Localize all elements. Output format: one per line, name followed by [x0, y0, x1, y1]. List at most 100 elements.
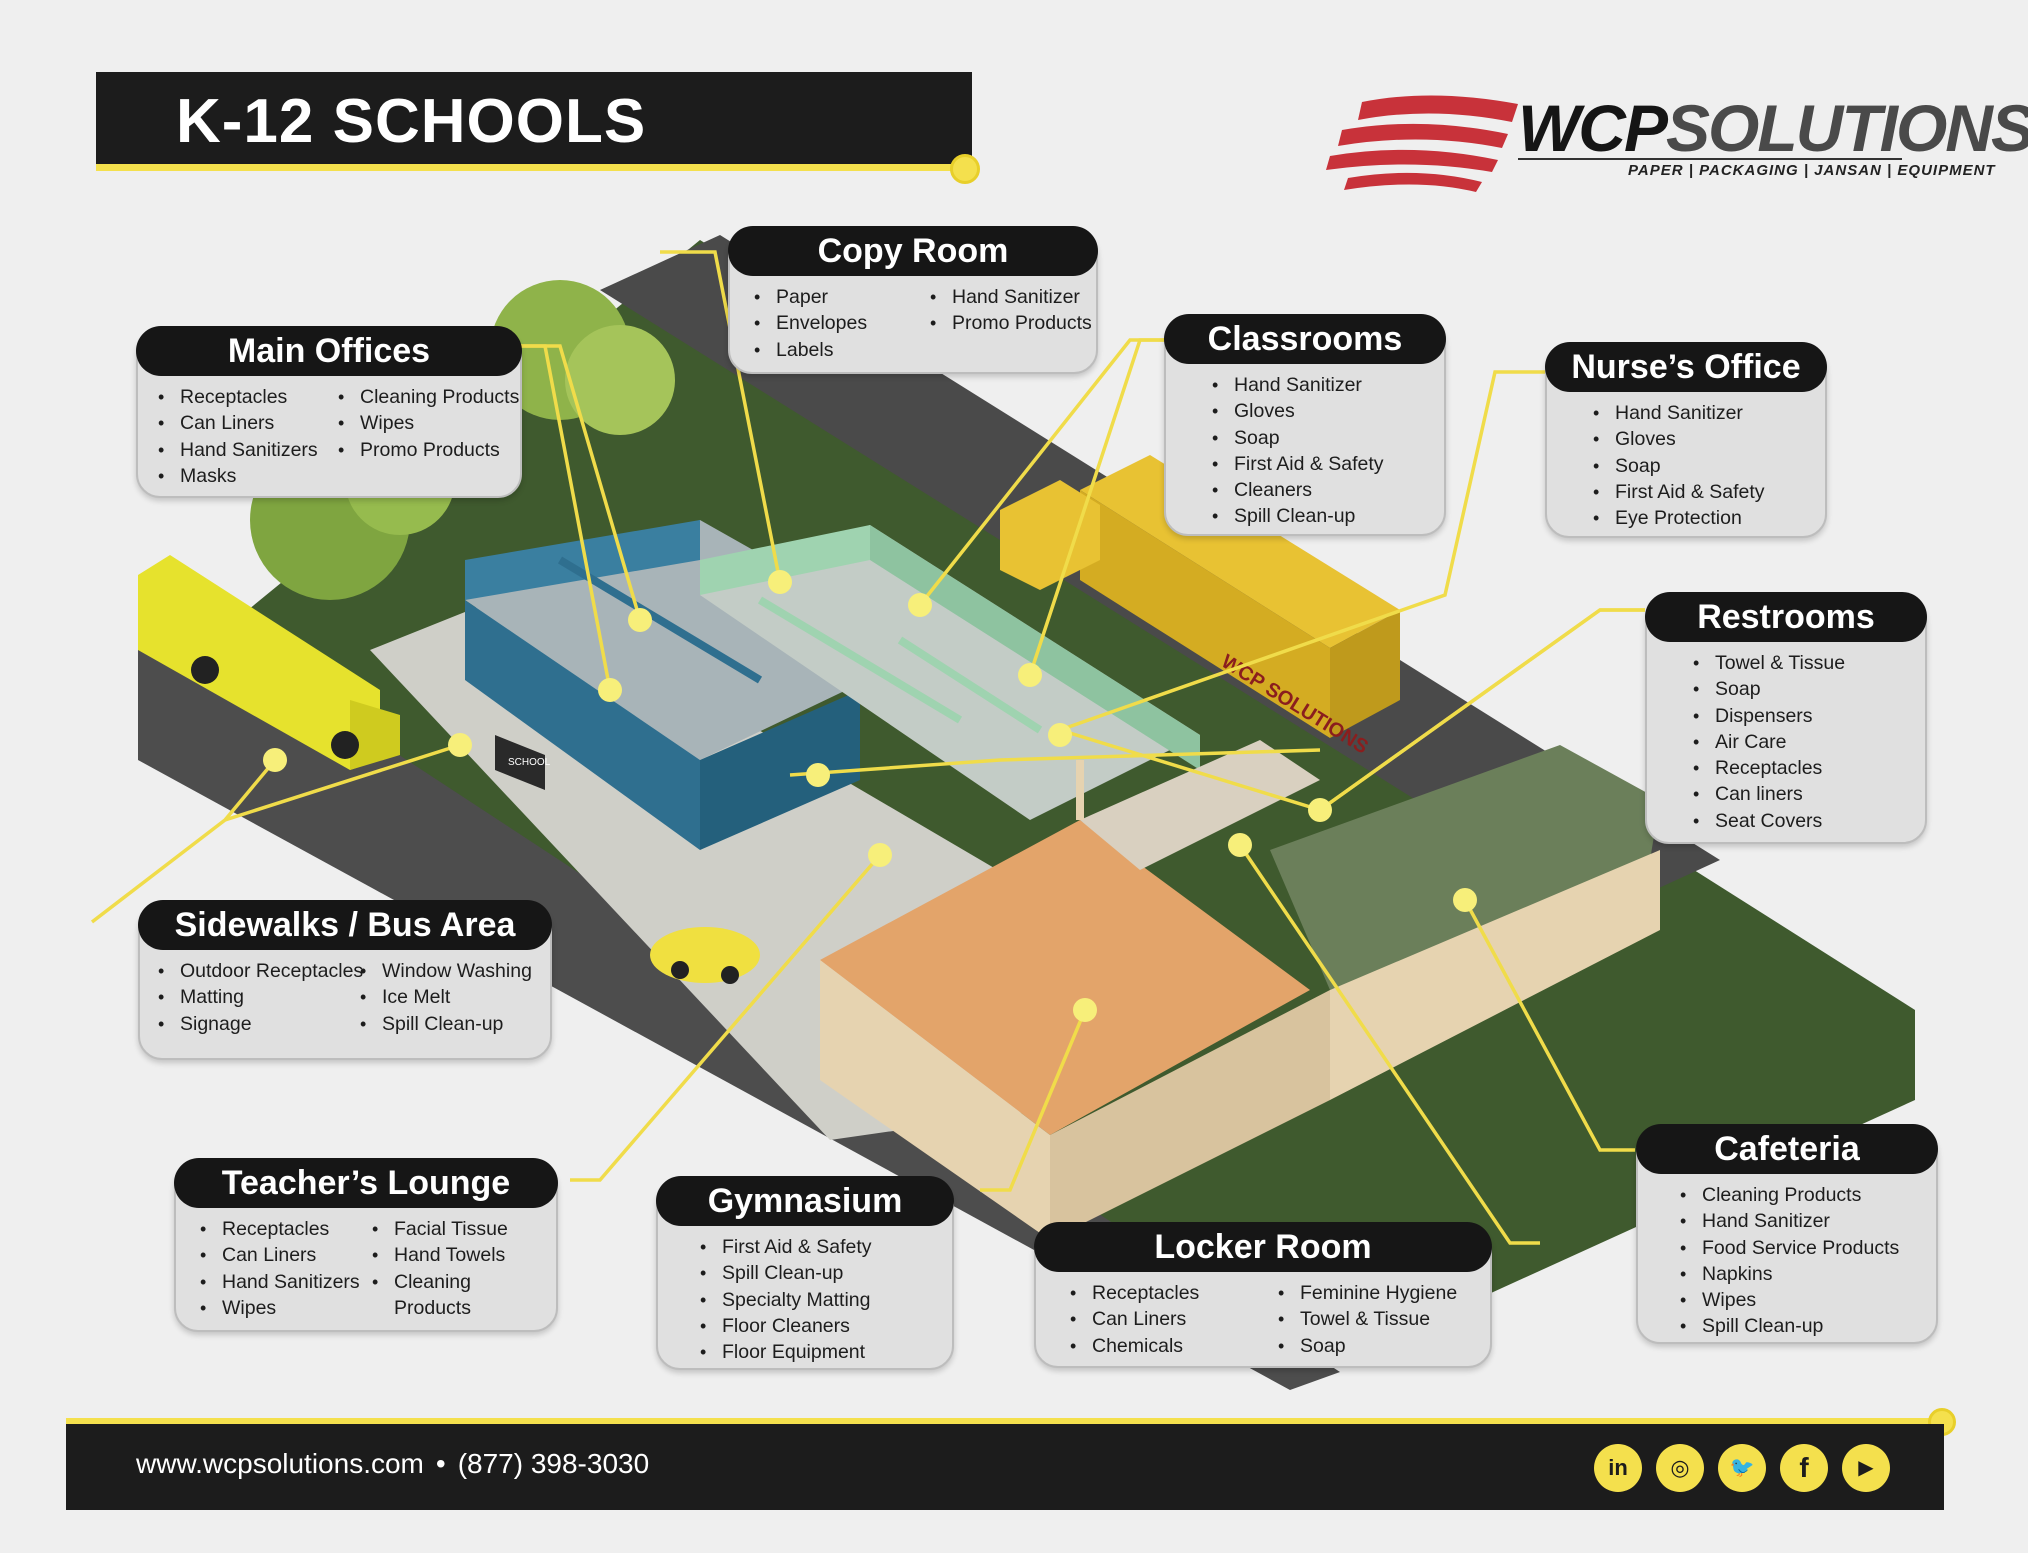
callout-title: Copy Room	[728, 226, 1098, 276]
page-title: K-12 SCHOOLS	[176, 87, 647, 156]
item-list: Cleaning Products Hand Sanitizer Food Se…	[1680, 1182, 1899, 1340]
item-list: First Aid & Safety Spill Clean-up Specia…	[700, 1234, 872, 1366]
list-item: Hand Towels	[372, 1242, 508, 1269]
list-item: Air Care	[1693, 729, 1845, 756]
gym-outer-wall	[820, 960, 1050, 1240]
list-item: Floor Equipment	[700, 1339, 872, 1366]
gym-floor	[820, 820, 1310, 1135]
list-item: First Aid & Safety	[700, 1234, 872, 1261]
callout-nurses-office[interactable]: Nurse’s Office Hand Sanitizer Gloves Soa…	[1545, 342, 1827, 538]
leader-lines	[90, 250, 1645, 1245]
item-list: Window Washing Ice Melt Spill Clean-up	[360, 958, 532, 1037]
list-item: Labels	[754, 337, 930, 364]
list-item: Specialty Matting	[700, 1287, 872, 1314]
list-item: Dispensers	[1693, 703, 1845, 730]
list-item: Soap	[1212, 425, 1384, 452]
callout-title: Teacher’s Lounge	[174, 1158, 558, 1208]
item-list: Receptacles Can Liners Hand Sanitizers W…	[200, 1216, 372, 1321]
callout-title: Cafeteria	[1636, 1124, 1938, 1174]
list-item: Can Liners	[158, 410, 338, 437]
callout-cafeteria[interactable]: Cafeteria Cleaning Products Hand Sanitiz…	[1636, 1124, 1938, 1344]
list-item: First Aid & Safety	[1593, 479, 1765, 506]
item-list: Receptacles Can Liners Hand Sanitizers M…	[158, 384, 338, 489]
youtube-icon[interactable]: ▶	[1842, 1444, 1890, 1492]
brand-tagline: PAPER | PACKAGING | JANSAN | EQUIPMENT	[1628, 162, 1996, 179]
callout-gymnasium[interactable]: Gymnasium First Aid & Safety Spill Clean…	[656, 1176, 954, 1370]
list-item: Outdoor Receptacles	[158, 958, 363, 985]
list-item: Paper	[754, 284, 930, 311]
title-underline	[96, 164, 966, 171]
list-item: Seat Covers	[1693, 808, 1845, 835]
school-bus-icon	[138, 555, 400, 770]
list-item: Spill Clean-up	[1212, 503, 1384, 530]
item-list: Hand Sanitizer Promo Products	[930, 284, 1092, 363]
callout-title: Main Offices	[136, 326, 522, 376]
callout-title: Locker Room	[1034, 1222, 1492, 1272]
list-item: Signage	[158, 1011, 360, 1038]
list-item: Gloves	[1212, 398, 1384, 425]
list-item: Receptacles	[1693, 755, 1845, 782]
list-item: Hand Sanitizer	[1212, 372, 1384, 399]
list-item: Hand Sanitizer	[930, 284, 1092, 311]
blue-wing-back-wall	[465, 520, 700, 600]
item-list: Cleaning Products Wipes Promo Products	[338, 384, 519, 489]
list-item: Wipes	[200, 1295, 372, 1322]
list-item: Spill Clean-up	[360, 1011, 532, 1038]
callout-title: Classrooms	[1164, 314, 1446, 364]
list-item: Towel & Tissue	[1278, 1306, 1457, 1333]
list-item: Facial Tissue	[372, 1216, 508, 1243]
callout-copy-room[interactable]: Copy Room Paper Envelopes Labels Hand Sa…	[728, 226, 1098, 374]
callout-main-offices[interactable]: Main Offices Receptacles Can Liners Hand…	[136, 326, 522, 498]
locker-area	[1080, 740, 1320, 870]
list-item: Cleaners	[1212, 477, 1384, 504]
list-item: Soap	[1278, 1333, 1457, 1360]
linkedin-icon[interactable]: in	[1594, 1444, 1642, 1492]
green-wing-back-wall	[700, 525, 870, 595]
list-item: Soap	[1693, 676, 1845, 703]
title-accent-dot	[950, 154, 980, 184]
callout-sidewalks-bus-area[interactable]: Sidewalks / Bus Area Outdoor Receptacles…	[138, 900, 552, 1060]
list-item: Hand Sanitizer	[1680, 1208, 1899, 1235]
list-item: Food Service Products	[1680, 1235, 1899, 1262]
list-item: Napkins	[1680, 1261, 1899, 1288]
list-item: Promo Products	[930, 310, 1092, 337]
list-item: Receptacles	[200, 1216, 372, 1243]
facebook-icon[interactable]: f	[1780, 1444, 1828, 1492]
item-list: Hand Sanitizer Gloves Soap First Aid & S…	[1212, 372, 1384, 530]
list-item: Envelopes	[754, 310, 930, 337]
callout-title: Sidewalks / Bus Area	[138, 900, 552, 950]
list-item: Gloves	[1593, 426, 1765, 453]
callout-title: Gymnasium	[656, 1176, 954, 1226]
instagram-icon[interactable]: ◎	[1656, 1444, 1704, 1492]
list-item: Receptacles	[158, 384, 338, 411]
footer-rule	[66, 1418, 1946, 1424]
list-item: Cleaning	[372, 1269, 508, 1296]
list-item: Masks	[158, 463, 338, 490]
item-list: Paper Envelopes Labels	[754, 284, 930, 363]
list-item: Hand Sanitizer	[1593, 400, 1765, 427]
callout-title: Restrooms	[1645, 592, 1927, 642]
list-item: Receptacles	[1070, 1280, 1278, 1307]
logo-rule	[1518, 158, 1902, 160]
website-link[interactable]: www.wcpsolutions.com	[136, 1448, 424, 1479]
list-item: Floor Cleaners	[700, 1313, 872, 1340]
phone-number[interactable]: (877) 398-3030	[457, 1448, 650, 1479]
list-item: Can liners	[1693, 781, 1845, 808]
school-sign: SCHOOL	[495, 735, 551, 790]
school-sign-label: SCHOOL	[508, 757, 551, 768]
callout-locker-room[interactable]: Locker Room Receptacles Can Liners Chemi…	[1034, 1222, 1492, 1368]
list-item: Hand Sanitizers	[200, 1269, 372, 1296]
callout-restrooms[interactable]: Restrooms Towel & Tissue Soap Dispensers…	[1645, 592, 1927, 844]
brand-logo[interactable]: WCPSOLUTIONS PAPER | PACKAGING | JANSAN …	[1322, 90, 2028, 200]
twitter-icon[interactable]: 🐦	[1718, 1444, 1766, 1492]
callout-classrooms[interactable]: Classrooms Hand Sanitizer Gloves Soap Fi…	[1164, 314, 1446, 536]
item-list: Feminine Hygiene Towel & Tissue Soap	[1278, 1280, 1457, 1359]
list-item: Matting	[158, 984, 360, 1011]
car-icon	[650, 927, 760, 984]
list-item: Wipes	[338, 410, 519, 437]
callout-teachers-lounge[interactable]: Teacher’s Lounge Receptacles Can Liners …	[174, 1158, 558, 1332]
list-item: Promo Products	[338, 437, 519, 464]
footer-bar: www.wcpsolutions.com • (877) 398-3030 in ◎…	[66, 1424, 1944, 1510]
contact-separator: •	[435, 1448, 446, 1479]
list-item: Hand Sanitizers	[158, 437, 338, 464]
